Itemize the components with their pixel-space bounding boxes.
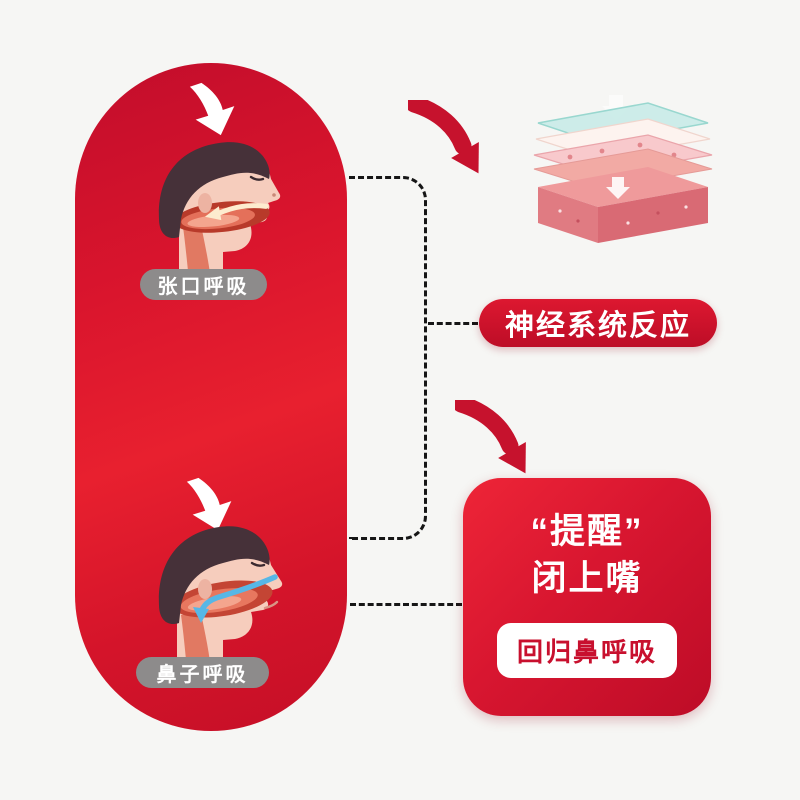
- mouth-breathing-label: 张口呼吸: [140, 269, 267, 300]
- tissue-block-front: [538, 187, 598, 243]
- ear: [198, 193, 212, 213]
- closed-eye: [249, 175, 265, 181]
- dashed-bracket-connector: [349, 176, 427, 540]
- air-into-mouth-arrow-icon: [216, 203, 269, 216]
- tissue-block-side: [598, 187, 708, 243]
- red-curved-arrow-icon: [408, 100, 479, 174]
- dashed-line-to-nerve-badge: [428, 322, 478, 325]
- tape-arrow-icon: [602, 95, 630, 120]
- breathing-comparison-panel: 张口呼吸 鼻子呼吸: [75, 63, 347, 731]
- nose-breathing-head-illustration: [158, 526, 283, 670]
- nose-breathing-label: 鼻子呼吸: [136, 657, 269, 688]
- hair: [158, 142, 270, 239]
- ear: [198, 579, 212, 599]
- nostril: [272, 193, 276, 197]
- down-arrow-icon: [186, 477, 232, 531]
- reminder-action-line: 闭上嘴: [531, 559, 643, 599]
- air-through-nose-arrow-icon: [198, 574, 278, 616]
- throat-band: [183, 225, 211, 281]
- nerve-system-badge-text: 神经系统反应: [504, 310, 691, 342]
- hair: [158, 526, 270, 625]
- mouth-breathing-label-text: 张口呼吸: [157, 276, 250, 298]
- throat-band: [181, 613, 211, 670]
- mouth-breathing-head-illustration: [158, 142, 281, 281]
- nose-breathing-label-text: 鼻子呼吸: [156, 664, 249, 686]
- reminder-quote-line: “提醒”: [530, 512, 644, 551]
- down-arrow-icon: [189, 82, 235, 136]
- skin-layers-illustration: [533, 95, 713, 243]
- return-to-nose-breathing-pill: 回归鼻呼吸: [496, 622, 677, 678]
- red-curved-arrow-icon: [455, 400, 526, 474]
- mouth-airway-cutaway: [174, 201, 270, 233]
- closed-eye: [250, 561, 266, 567]
- return-to-nose-breathing-text: 回归鼻呼吸: [516, 636, 657, 667]
- dashed-line-to-reminder-box: [350, 603, 462, 606]
- reminder-box: “提醒” 闭上嘴 回归鼻呼吸: [463, 478, 711, 716]
- absorb-arrow-icon: [606, 177, 630, 199]
- closed-lips: [263, 600, 279, 610]
- nerve-system-badge: 神经系统反应: [479, 299, 717, 347]
